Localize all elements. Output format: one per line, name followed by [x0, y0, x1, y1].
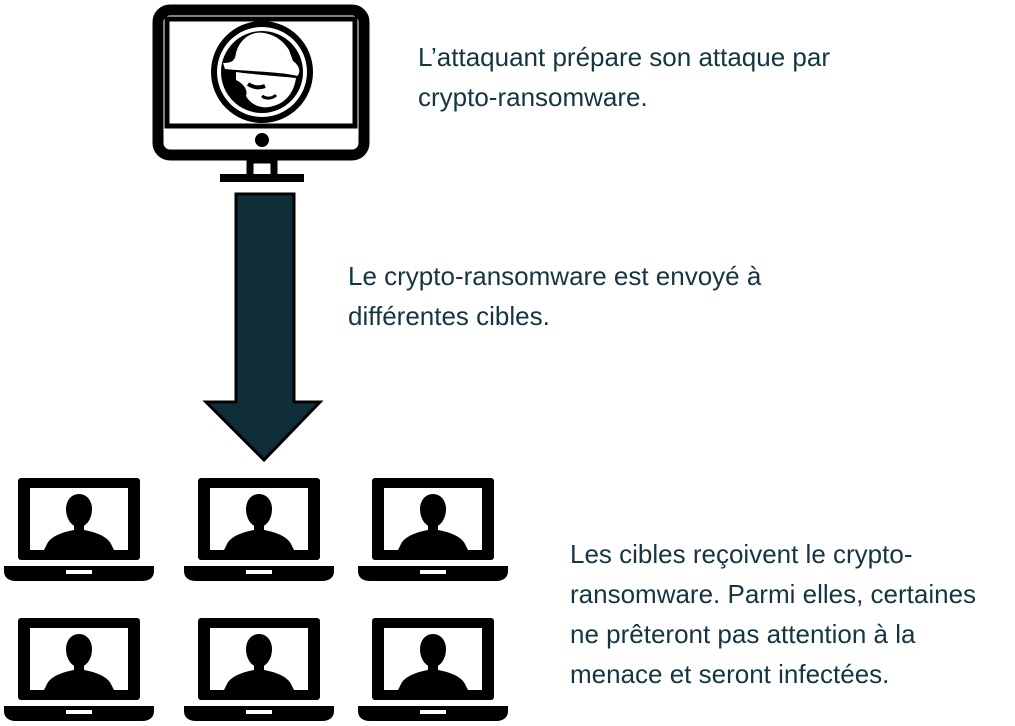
target-laptop-icon [358, 478, 508, 581]
target-laptop-icon [4, 618, 154, 721]
targets-caption: Les cibles reçoivent le crypto- ransomwa… [570, 539, 977, 689]
target-laptop-icon [184, 478, 334, 581]
target-laptop-icon [184, 618, 334, 721]
attacker-caption: L’attaquant prépare son attaque par cryp… [418, 42, 830, 112]
attacker-monitor-icon [152, 4, 370, 182]
sending-caption: Le crypto-ransomware est envoyé à différ… [348, 261, 762, 331]
target-laptop-icon [358, 618, 508, 721]
target-laptop-icon [4, 478, 154, 581]
arrow-down-icon [202, 192, 324, 463]
hat-face-icon [211, 21, 313, 123]
